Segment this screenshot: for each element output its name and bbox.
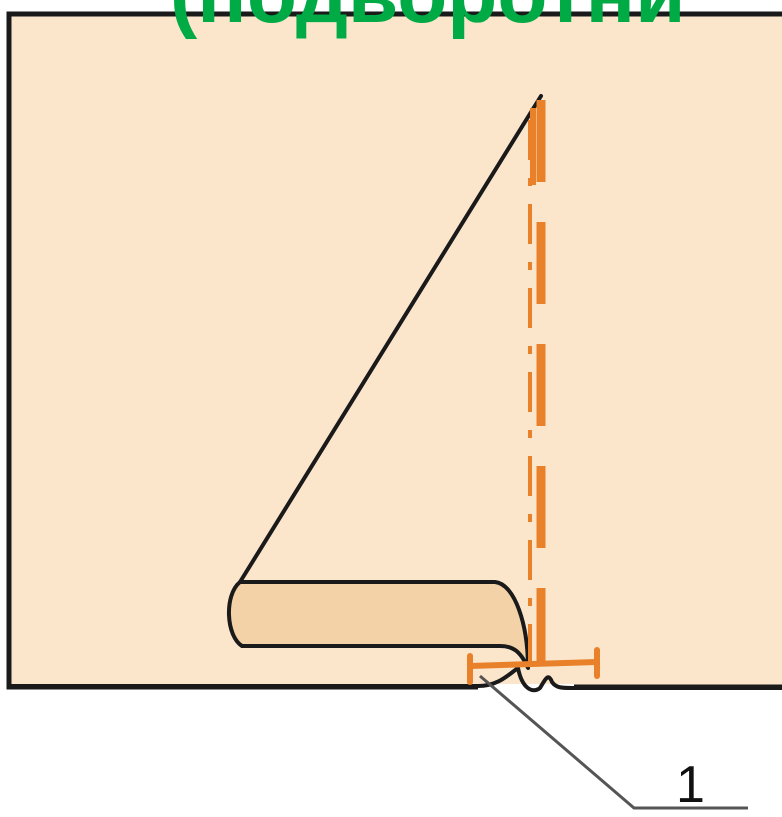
folded-hem (226, 580, 530, 670)
callout-label: 1 (676, 756, 705, 814)
page-title: (подворотни (170, 0, 686, 40)
callout-leader-line (479, 674, 748, 810)
fabric-panel (6, 11, 782, 690)
stitch-bar (467, 659, 600, 669)
diagonal-fold-line (238, 94, 543, 584)
seam-curve (8, 666, 782, 693)
